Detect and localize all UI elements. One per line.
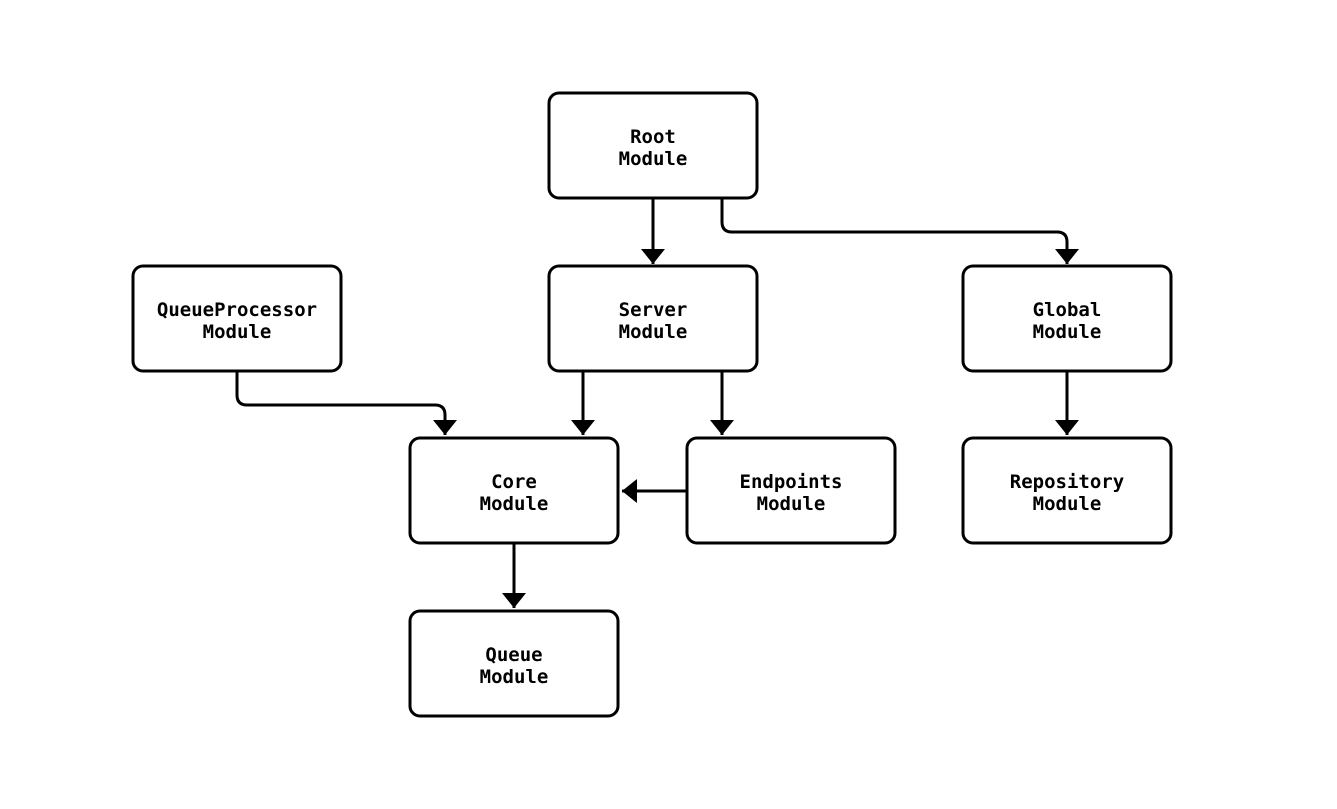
node-global-module-label-line1: Global: [1033, 299, 1102, 321]
node-global-module: Global Module: [961, 264, 1173, 373]
node-queueprocessor-module-label-line2: Module: [203, 321, 272, 343]
node-core-module-label-line1: Core: [491, 471, 537, 493]
node-server-module-label-line1: Server: [619, 299, 688, 321]
node-queueprocessor-module-label-line1: QueueProcessor: [157, 299, 317, 321]
node-repository-module-box: [961, 436, 1173, 545]
node-global-module-label-line2: Module: [1033, 321, 1102, 343]
node-repository-module-label-line2: Module: [1033, 493, 1102, 515]
node-root-module-label-line2: Module: [619, 148, 688, 170]
node-root-module-label-line1: Root: [630, 126, 676, 148]
node-endpoints-module-box: [685, 436, 897, 545]
node-endpoints-module-label-line2: Module: [757, 493, 826, 515]
node-server-module-box: [547, 264, 759, 373]
edge-root-to-global: [720, 198, 1079, 264]
node-queue-module-box: [408, 609, 620, 718]
node-endpoints-module: Endpoints Module: [685, 436, 897, 545]
node-queue-module-label-line1: Queue: [485, 644, 542, 666]
node-core-module-label-line2: Module: [480, 493, 549, 515]
node-queueprocessor-module-box: [131, 264, 343, 373]
node-endpoints-module-label-line1: Endpoints: [740, 471, 843, 493]
node-repository-module: Repository Module: [961, 436, 1173, 545]
node-repository-module-label-line1: Repository: [1010, 471, 1124, 493]
node-root-module-box: [547, 91, 759, 200]
node-queue-module: Queue Module: [408, 609, 620, 718]
node-queue-module-label-line2: Module: [480, 666, 549, 688]
node-root-module: Root Module: [547, 91, 759, 200]
node-global-module-box: [961, 264, 1173, 373]
node-core-module: Core Module: [408, 436, 620, 545]
node-server-module: Server Module: [547, 264, 759, 373]
edge-queueprocessor-to-core: [235, 371, 457, 435]
node-server-module-label-line2: Module: [619, 321, 688, 343]
node-queueprocessor-module: QueueProcessor Module: [131, 264, 343, 373]
edges: [235, 198, 1079, 608]
node-core-module-box: [408, 436, 620, 545]
